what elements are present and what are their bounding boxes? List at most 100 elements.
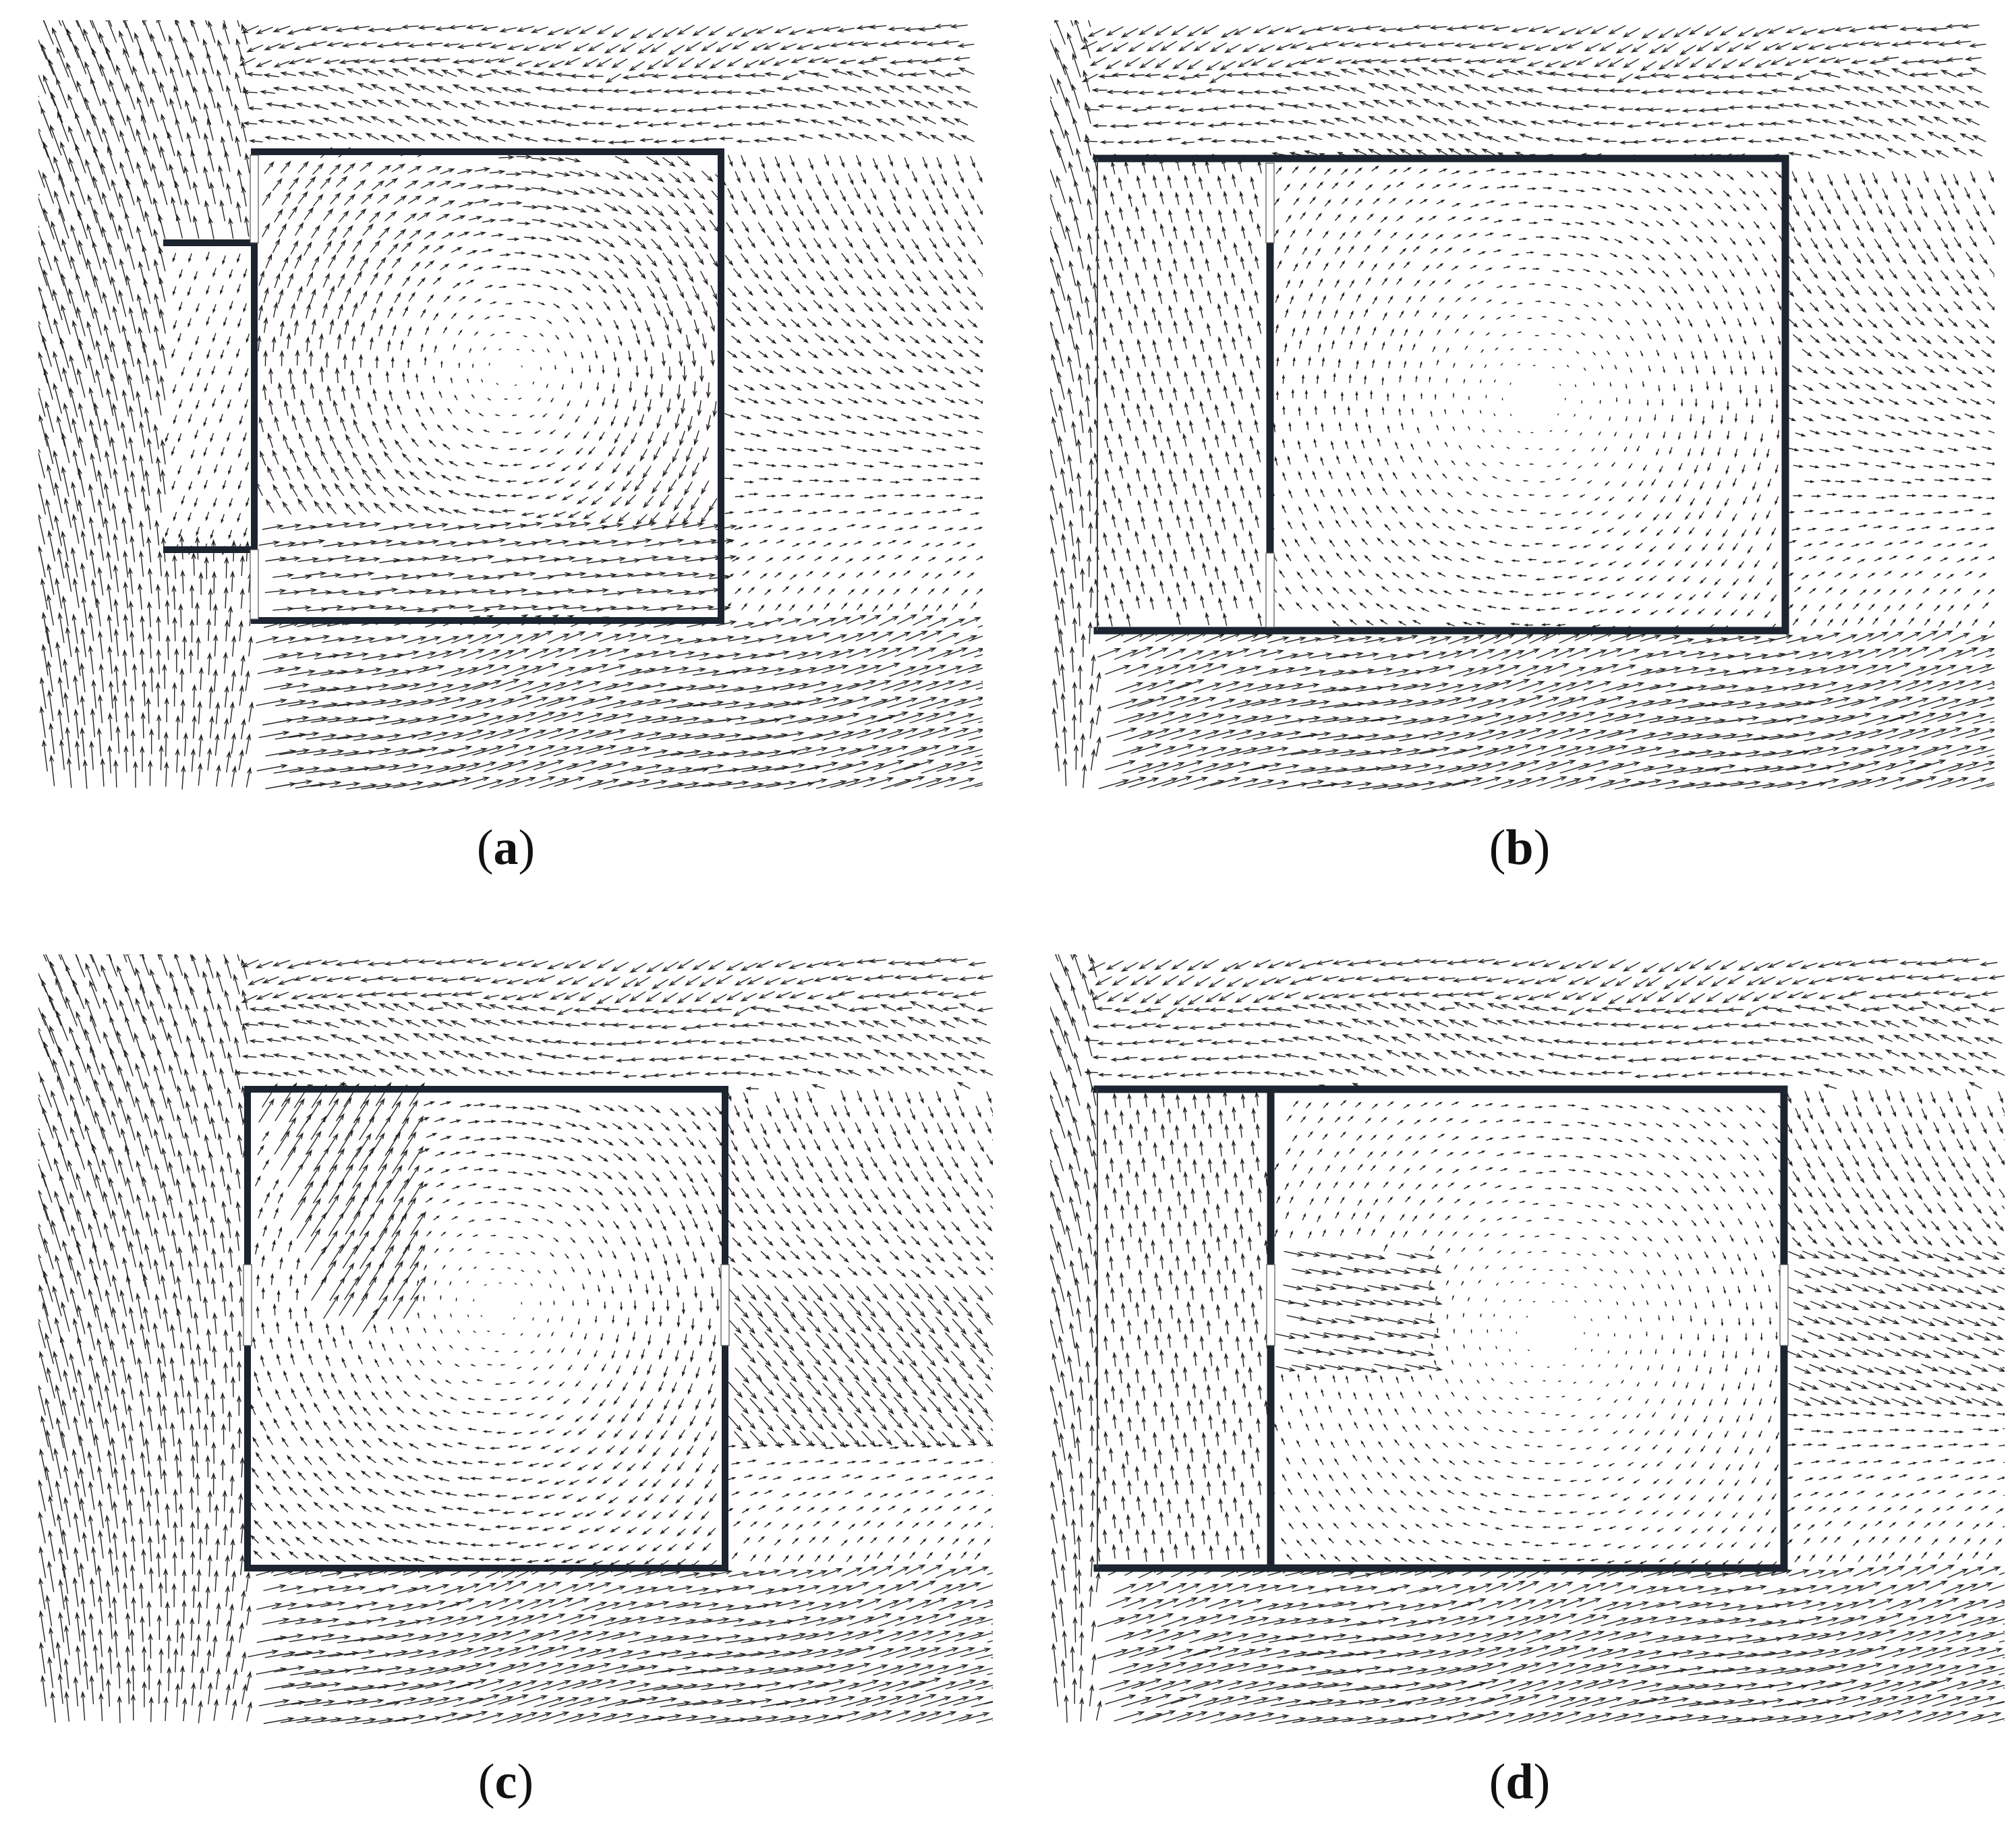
velocity-arrow	[796, 171, 803, 184]
velocity-arrow	[926, 432, 938, 436]
velocity-arrow	[415, 407, 421, 417]
velocity-arrow	[507, 134, 522, 139]
velocity-arrow	[1124, 160, 1129, 174]
velocity-arrow	[791, 448, 803, 452]
velocity-arrow	[815, 651, 841, 660]
velocity-arrow	[217, 69, 224, 92]
velocity-arrow	[1720, 59, 1737, 69]
velocity-arrow	[1365, 407, 1369, 417]
velocity-arrow	[977, 204, 983, 216]
velocity-arrow	[1478, 251, 1487, 255]
velocity-arrow	[1868, 286, 1878, 297]
velocity-arrow	[1341, 604, 1349, 611]
velocity-arrow	[1462, 314, 1468, 319]
velocity-arrow	[780, 334, 792, 343]
velocity-arrow	[732, 463, 744, 467]
velocity-arrow	[1408, 539, 1416, 546]
velocity-arrow	[1674, 594, 1682, 600]
velocity-arrow	[902, 221, 910, 233]
velocity-arrow	[943, 647, 969, 658]
velocity-arrow	[1688, 527, 1695, 536]
velocity-arrow	[880, 134, 895, 142]
velocity-arrow	[1103, 174, 1107, 188]
velocity-arrow	[902, 540, 912, 545]
velocity-arrow	[1969, 67, 1986, 75]
velocity-arrow	[389, 86, 405, 94]
velocity-arrow	[217, 39, 225, 61]
velocity-arrow	[1437, 42, 1455, 47]
velocity-arrow	[742, 666, 770, 673]
velocity-arrow	[1304, 44, 1323, 51]
velocity-arrow	[404, 83, 421, 91]
velocity-arrow	[353, 179, 366, 191]
velocity-arrow	[1850, 285, 1860, 295]
velocity-arrow	[902, 446, 914, 450]
velocity-arrow	[61, 595, 69, 627]
velocity-arrow	[1690, 221, 1698, 228]
velocity-arrow	[327, 589, 349, 595]
velocity-arrow	[1260, 649, 1285, 657]
velocity-arrow	[312, 318, 316, 335]
velocity-arrow	[1480, 409, 1482, 414]
velocity-arrow	[1819, 449, 1831, 453]
velocity-arrow	[1771, 88, 1787, 93]
velocity-arrow	[391, 683, 422, 691]
velocity-arrow	[1979, 254, 1988, 265]
velocity-arrow	[1547, 119, 1562, 124]
velocity-arrow	[968, 188, 975, 201]
velocity-arrow	[1860, 173, 1866, 186]
velocity-arrow	[288, 58, 306, 65]
velocity-arrow	[587, 525, 609, 531]
velocity-arrow	[1840, 304, 1850, 314]
velocity-arrow	[1854, 149, 1868, 156]
velocity-arrow	[385, 370, 389, 382]
velocity-arrow	[845, 777, 877, 787]
velocity-arrow	[1353, 454, 1357, 463]
velocity-arrow	[458, 362, 461, 368]
velocity-arrow	[66, 61, 79, 92]
velocity-arrow	[1794, 556, 1804, 562]
velocity-arrow	[1248, 530, 1253, 544]
velocity-arrow	[1154, 57, 1172, 69]
velocity-arrow	[975, 301, 983, 310]
velocity-arrow	[553, 712, 585, 722]
velocity-arrow	[1946, 57, 1963, 62]
velocity-arrow	[1111, 223, 1116, 237]
velocity-arrow	[1097, 647, 1122, 658]
velocity-arrow	[407, 556, 430, 562]
velocity-arrow	[1907, 72, 1925, 78]
velocity-arrow	[188, 253, 192, 263]
velocity-arrow	[140, 745, 145, 772]
velocity-arrow	[1305, 488, 1310, 497]
velocity-arrow	[1284, 183, 1291, 192]
velocity-arrow	[1810, 430, 1821, 434]
velocity-arrow	[1464, 283, 1471, 289]
velocity-arrow	[181, 765, 186, 790]
velocity-arrow	[1760, 203, 1768, 211]
velocity-arrow	[776, 447, 788, 451]
velocity-arrow	[1713, 170, 1721, 177]
velocity-arrow	[173, 415, 177, 425]
velocity-arrow	[58, 20, 62, 26]
velocity-arrow	[765, 399, 776, 405]
velocity-arrow	[506, 588, 529, 593]
velocity-arrow	[1766, 578, 1773, 586]
velocity-arrow	[1534, 204, 1545, 208]
velocity-arrow	[929, 204, 936, 216]
velocity-arrow	[1900, 286, 1910, 297]
velocity-arrow	[555, 521, 577, 527]
velocity-arrow	[311, 256, 320, 270]
velocity-arrow	[265, 498, 275, 513]
velocity-arrow	[799, 494, 810, 498]
velocity-arrow	[1348, 373, 1352, 383]
velocity-arrow	[637, 780, 668, 788]
velocity-arrow	[1703, 591, 1711, 598]
velocity-arrow	[644, 221, 657, 232]
velocity-arrow	[1480, 148, 1495, 156]
velocity-arrow	[1949, 86, 1965, 94]
velocity-arrow	[1907, 334, 1918, 343]
velocity-arrow	[922, 318, 933, 327]
velocity-arrow	[735, 587, 742, 594]
velocity-arrow	[260, 450, 266, 466]
velocity-arrow	[1917, 85, 1933, 94]
